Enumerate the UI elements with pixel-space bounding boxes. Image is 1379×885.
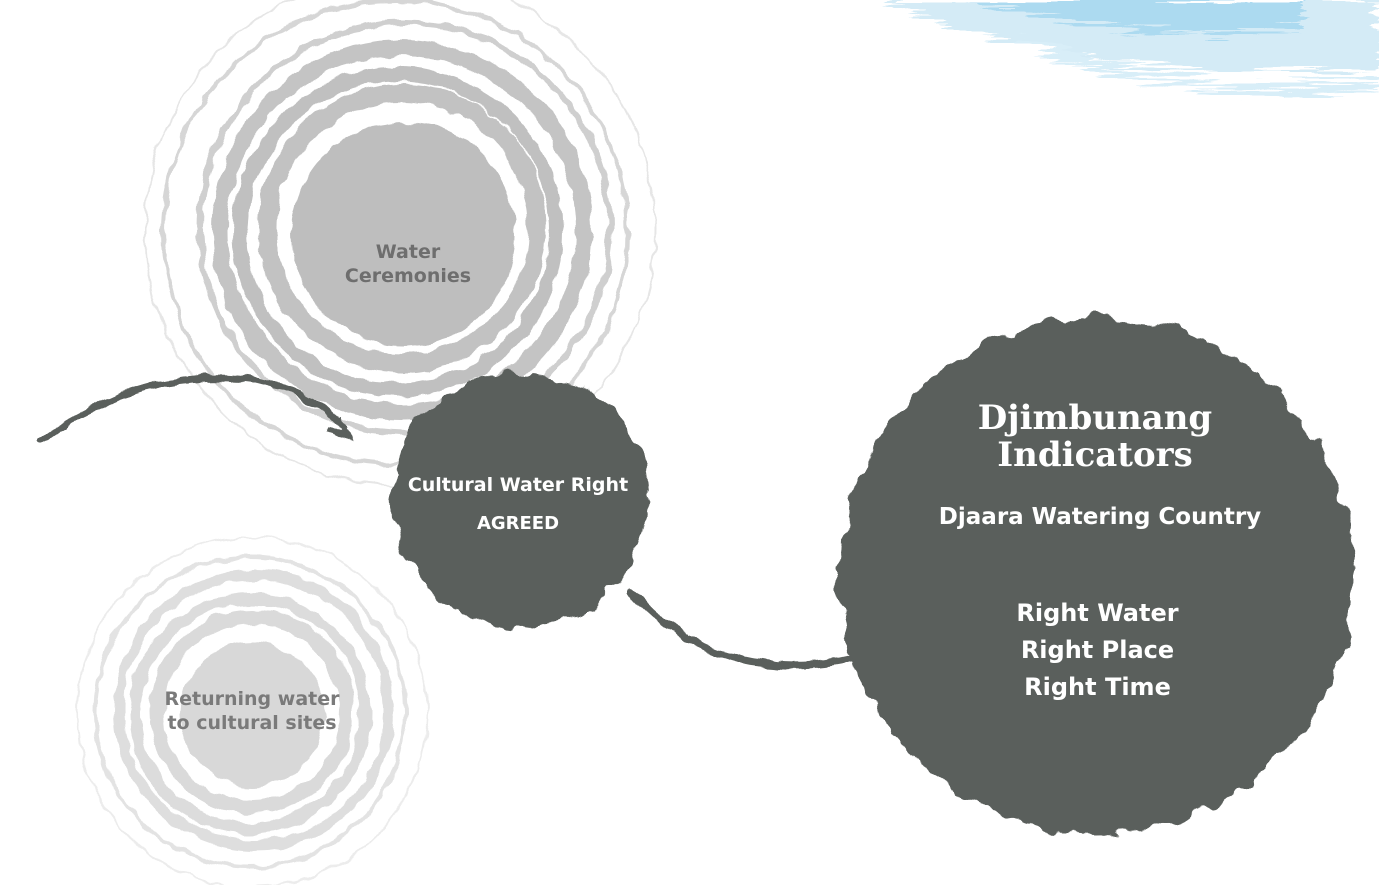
water-ceremonies-line2: Ceremonies xyxy=(344,264,472,287)
indicators-list: Right Water Right Place Right Time xyxy=(960,595,1235,707)
indicators-title-line2: Indicators xyxy=(997,435,1193,476)
returning-water-line1: Returning water xyxy=(164,688,340,710)
connector-arrow-left xyxy=(36,374,354,444)
indicator-item: Right Water xyxy=(1016,599,1179,627)
indicators-title-line1: Djimbunang xyxy=(977,398,1213,438)
connector-line-right xyxy=(626,586,869,670)
returning-water-label: Returning water to cultural sites xyxy=(138,688,366,736)
indicators-subtitle: Djaara Watering Country xyxy=(938,504,1262,530)
cultural-water-right-title: Cultural Water Right xyxy=(407,474,629,496)
water-ceremonies-line1: Water xyxy=(375,241,441,263)
water-brush-decoration xyxy=(880,0,1379,95)
cultural-water-right-status: AGREED xyxy=(476,513,560,534)
indicator-item: Right Time xyxy=(1024,673,1171,702)
returning-water-line2: to cultural sites xyxy=(167,711,337,734)
indicators-circle xyxy=(839,317,1355,833)
cultural-water-right-circle xyxy=(392,372,648,628)
indicator-item: Right Place xyxy=(1020,636,1175,665)
indicators-title: Djimbunang Indicators xyxy=(930,398,1260,476)
water-ceremonies-label: Water Ceremonies xyxy=(318,241,498,289)
returning-water-circle xyxy=(76,536,428,885)
water-ceremonies-circle xyxy=(144,0,656,486)
